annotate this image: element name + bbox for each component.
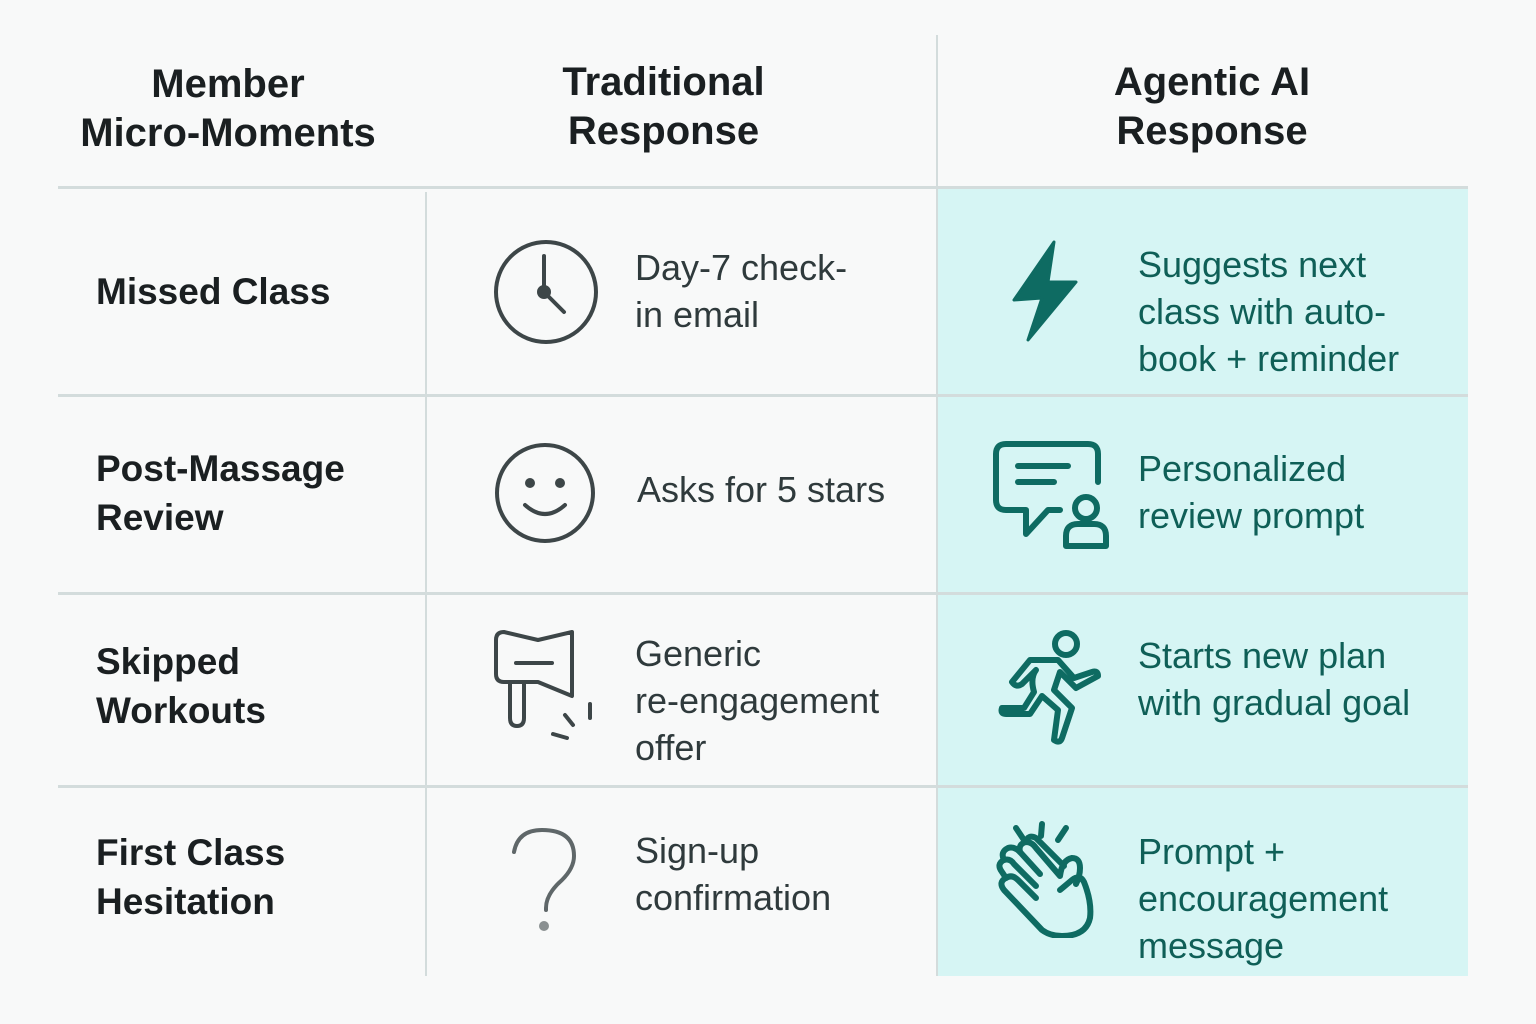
clock-icon: [492, 238, 600, 346]
agentic-response-text: Starts new plan with gradual goal: [1138, 635, 1411, 723]
agentic-response-text: Personalized review prompt: [1138, 448, 1365, 536]
moment-label: Missed Class: [96, 271, 331, 312]
moment-label: First Class Hesitation: [96, 832, 286, 922]
column-divider: [425, 192, 427, 976]
traditional-response-text: Generic re-engagement offer: [635, 633, 880, 768]
header-agentic-ai-response: Agentic AI Response: [1113, 60, 1311, 153]
row-divider: [58, 394, 1468, 397]
traditional-response-text: Day-7 check- in email: [635, 247, 848, 335]
lightning-bolt-icon: [1010, 240, 1080, 342]
header-divider: [58, 186, 1468, 189]
clapping-hands-icon: [996, 820, 1102, 938]
moment-label: Skipped Workouts: [96, 641, 266, 731]
question-mark-icon: [508, 826, 580, 936]
megaphone-icon: [492, 630, 598, 744]
chat-bubble-user-icon: [990, 438, 1114, 552]
header-member-micro-moments: Member Micro-Moments: [80, 62, 376, 155]
smiley-face-icon: [493, 441, 597, 545]
traditional-response-text: Asks for 5 stars: [637, 469, 886, 510]
row-divider: [58, 592, 1468, 595]
running-person-icon: [996, 630, 1106, 752]
row-divider: [58, 785, 1468, 788]
header-traditional-response: Traditional Response: [562, 60, 765, 153]
column-divider: [936, 35, 938, 976]
agentic-response-text: Prompt + encouragement message: [1138, 831, 1389, 966]
agentic-response-text: Suggests next class with auto- book + re…: [1138, 244, 1400, 379]
traditional-response-text: Sign-up confirmation: [635, 830, 832, 918]
moment-label: Post-Massage Review: [96, 448, 345, 538]
